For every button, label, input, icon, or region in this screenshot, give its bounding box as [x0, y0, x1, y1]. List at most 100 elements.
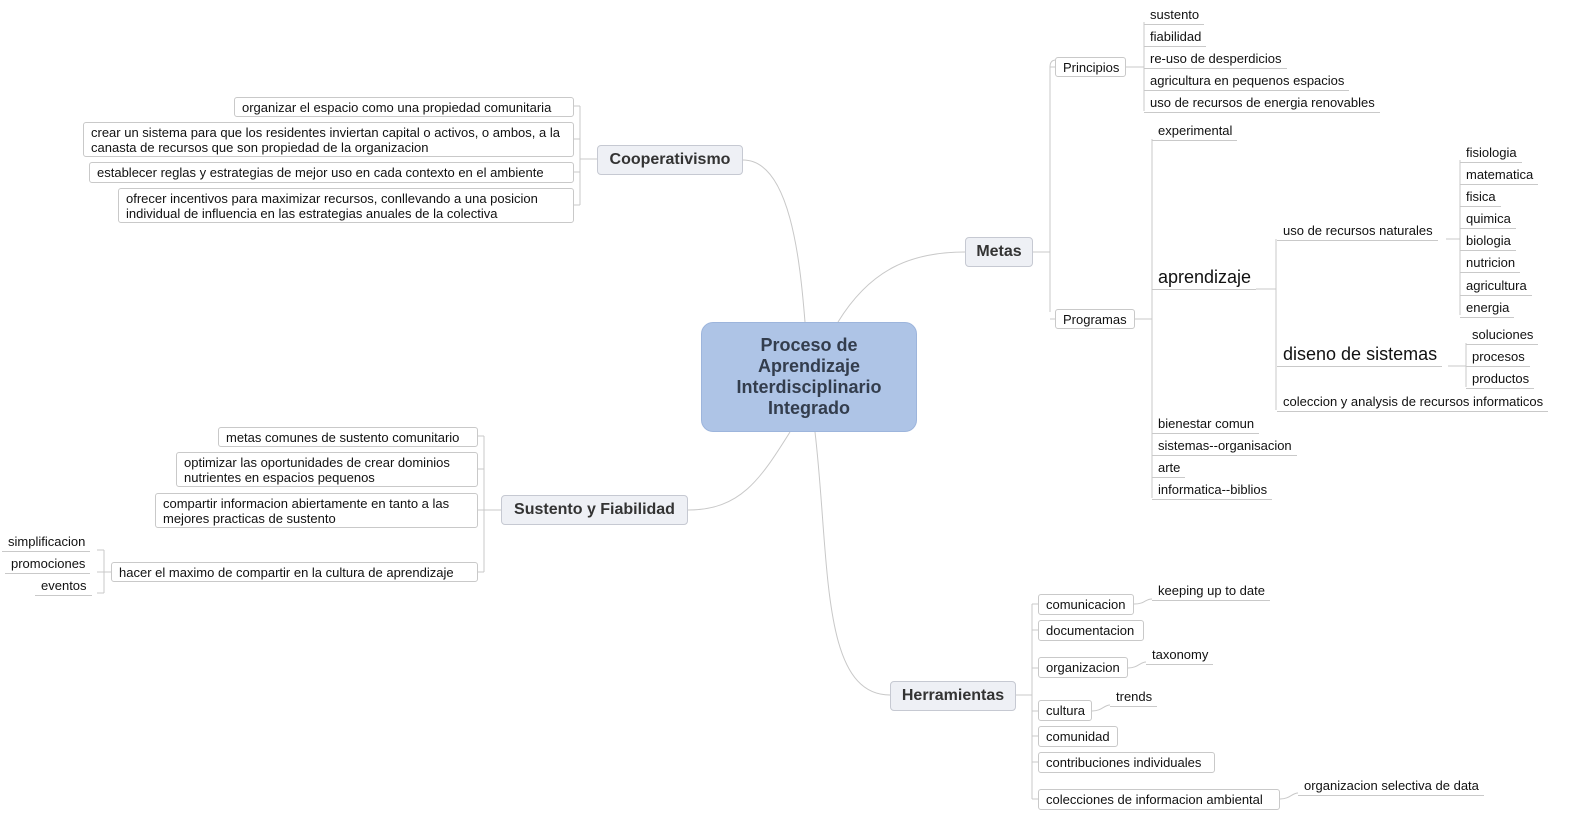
principios-node[interactable]: Principios	[1055, 57, 1126, 77]
item-label: bienestar comun	[1158, 416, 1255, 431]
item-label: comunidad	[1046, 729, 1110, 744]
herramientas-item[interactable]: documentacion	[1038, 620, 1144, 641]
programas-item[interactable]: arte	[1152, 460, 1186, 478]
programas-node[interactable]: Programas	[1055, 309, 1135, 329]
item-label: fisiologia	[1466, 145, 1517, 160]
sustento-item[interactable]: hacer el maximo de compartir en la cultu…	[111, 562, 478, 582]
herramientas-item[interactable]: contribuciones individuales	[1038, 752, 1215, 773]
item-label: keeping up to date	[1158, 583, 1265, 598]
programas-item[interactable]: experimental	[1152, 123, 1238, 141]
sustento-subitem[interactable]: simplificacion	[2, 534, 91, 552]
sustento-item[interactable]: compartir informacion abiertamente en ta…	[155, 493, 478, 528]
principios-item[interactable]: fiabilidad	[1144, 29, 1207, 47]
diseno-node[interactable]: diseno de sistemas	[1277, 343, 1443, 367]
aprendizaje-node[interactable]: aprendizaje	[1152, 266, 1257, 290]
item-label: Programas	[1063, 311, 1127, 327]
item-label: colecciones de informacion ambiental	[1046, 792, 1263, 807]
cooperativismo-item[interactable]: organizar el espacio como una propiedad …	[234, 97, 574, 117]
herramientas-item[interactable]: comunicacion	[1038, 594, 1134, 615]
item-label: arte	[1158, 460, 1181, 475]
item-label: experimental	[1158, 123, 1233, 138]
herramientas-subitem[interactable]: organizacion selectiva de data	[1298, 778, 1484, 796]
item-label: promociones	[11, 556, 86, 571]
recursos-item[interactable]: biologia	[1460, 233, 1516, 251]
item-label: energia	[1466, 300, 1510, 315]
item-label: organizacion selectiva de data	[1304, 778, 1479, 793]
item-label: simplificacion	[8, 534, 86, 549]
herramientas-subitem[interactable]: keeping up to date	[1152, 583, 1270, 601]
central-topic[interactable]: Proceso de Aprendizaje Interdisciplinari…	[701, 322, 917, 432]
topic-label: Metas	[976, 243, 1022, 260]
diseno-item[interactable]: soluciones	[1466, 327, 1539, 345]
principios-item[interactable]: re-uso de desperdicios	[1144, 51, 1287, 69]
programas-item[interactable]: bienestar comun	[1152, 416, 1260, 434]
recursos-item[interactable]: quimica	[1460, 211, 1516, 229]
coleccion-node[interactable]: coleccion y analysis de recursos informa…	[1277, 394, 1549, 412]
item-label: eventos	[41, 578, 87, 593]
recursos-item[interactable]: energia	[1460, 300, 1515, 318]
sustento-subitem[interactable]: promociones	[5, 556, 91, 574]
topic-cooperativismo[interactable]: Cooperativismo	[597, 145, 743, 175]
item-label: metas comunes de sustento comunitario	[226, 429, 460, 445]
programas-item[interactable]: informatica--biblios	[1152, 482, 1273, 500]
item-label: hacer el maximo de compartir en la cultu…	[119, 564, 454, 580]
item-label: biologia	[1466, 233, 1511, 248]
topic-label: Herramientas	[901, 687, 1005, 704]
diseno-item[interactable]: productos	[1466, 371, 1535, 389]
herramientas-subitem[interactable]: taxonomy	[1146, 647, 1214, 665]
central-topic-label: Proceso de Aprendizaje Interdisciplinari…	[736, 335, 882, 418]
item-label: coleccion y analysis de recursos informa…	[1283, 394, 1544, 409]
recursos-item[interactable]: matematica	[1460, 167, 1539, 185]
programas-item[interactable]: sistemas--organisacion	[1152, 438, 1297, 456]
topic-herramientas[interactable]: Herramientas	[890, 681, 1016, 711]
item-label: organizar el espacio como una propiedad …	[242, 99, 552, 115]
item-label: organizacion	[1046, 660, 1120, 675]
sustento-item[interactable]: optimizar las oportunidades de crear dom…	[176, 452, 478, 487]
item-label: trends	[1116, 689, 1153, 704]
item-label: fisica	[1466, 189, 1496, 204]
item-label: soluciones	[1472, 327, 1534, 342]
topic-metas[interactable]: Metas	[965, 237, 1033, 267]
item-label: matematica	[1466, 167, 1534, 182]
herramientas-subitem[interactable]: trends	[1110, 689, 1158, 707]
item-label: uso de recursos naturales	[1283, 223, 1433, 238]
cooperativismo-item[interactable]: crear un sistema para que los residentes…	[83, 122, 574, 157]
herramientas-item[interactable]: cultura	[1038, 700, 1092, 721]
item-label: crear un sistema para que los residentes…	[91, 124, 560, 155]
herramientas-item[interactable]: colecciones de informacion ambiental	[1038, 789, 1280, 810]
item-label: productos	[1472, 371, 1530, 386]
item-label: comunicacion	[1046, 597, 1126, 612]
item-label: cultura	[1046, 703, 1086, 718]
item-label: agricultura en pequenos espacios	[1150, 73, 1345, 88]
cooperativismo-item[interactable]: establecer reglas y estrategias de mejor…	[89, 162, 574, 183]
item-label: sustento	[1150, 7, 1200, 22]
principios-item[interactable]: uso de recursos de energia renovables	[1144, 95, 1380, 113]
item-label: contribuciones individuales	[1046, 755, 1202, 770]
recursos-item[interactable]: agricultura	[1460, 278, 1532, 296]
recursos-item[interactable]: fisica	[1460, 189, 1501, 207]
item-label: optimizar las oportunidades de crear dom…	[184, 454, 450, 485]
diseno-item[interactable]: procesos	[1466, 349, 1530, 367]
item-label: diseno de sistemas	[1283, 344, 1438, 364]
item-label: ofrecer incentivos para maximizar recurs…	[126, 190, 538, 221]
item-label: establecer reglas y estrategias de mejor…	[97, 165, 544, 180]
item-label: fiabilidad	[1150, 29, 1202, 44]
principios-item[interactable]: agricultura en pequenos espacios	[1144, 73, 1350, 91]
item-label: sistemas--organisacion	[1158, 438, 1292, 453]
recursos-node[interactable]: uso de recursos naturales	[1277, 223, 1438, 241]
item-label: re-uso de desperdicios	[1150, 51, 1282, 66]
item-label: Principios	[1063, 59, 1120, 75]
item-label: aprendizaje	[1158, 267, 1252, 287]
herramientas-item[interactable]: organizacion	[1038, 657, 1128, 678]
recursos-item[interactable]: nutricion	[1460, 255, 1521, 273]
principios-item[interactable]: sustento	[1144, 7, 1205, 25]
sustento-item[interactable]: metas comunes de sustento comunitario	[218, 427, 478, 447]
item-label: quimica	[1466, 211, 1511, 226]
item-label: agricultura	[1466, 278, 1527, 293]
item-label: procesos	[1472, 349, 1525, 364]
cooperativismo-item[interactable]: ofrecer incentivos para maximizar recurs…	[118, 188, 574, 223]
herramientas-item[interactable]: comunidad	[1038, 726, 1118, 747]
recursos-item[interactable]: fisiologia	[1460, 145, 1522, 163]
topic-sustento[interactable]: Sustento y Fiabilidad	[501, 495, 688, 525]
sustento-subitem[interactable]: eventos	[35, 578, 92, 596]
